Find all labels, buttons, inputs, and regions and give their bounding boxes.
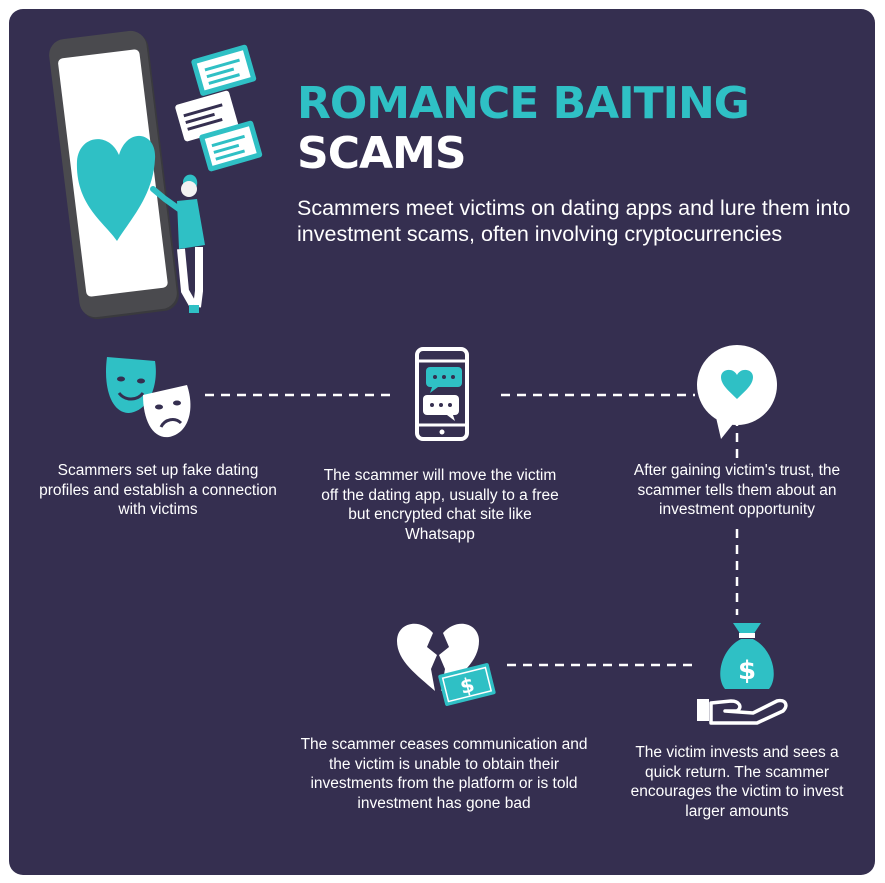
theater-masks-icon bbox=[105, 357, 191, 438]
dashed-connectors bbox=[205, 393, 739, 667]
title-line-2: SCAMS bbox=[297, 128, 467, 179]
person-illustration bbox=[150, 174, 205, 313]
page-title: ROMANCE BAITING SCAMS bbox=[297, 78, 750, 179]
subtitle: Scammers meet victims on dating apps and… bbox=[297, 196, 851, 246]
heart-icon bbox=[76, 135, 156, 241]
money-bag-hand-icon: $ bbox=[697, 623, 788, 725]
title-line-1: ROMANCE BAITING bbox=[297, 78, 750, 129]
step-4-caption: The victim invests and sees a quick retu… bbox=[630, 744, 844, 820]
flow-diagram: $ $ bbox=[105, 345, 788, 725]
step-3-caption: After gaining victim's trust, the scamme… bbox=[633, 462, 841, 518]
step-1-caption: Scammers set up fake dating profiles and… bbox=[39, 462, 277, 518]
phone-chat-icon bbox=[415, 347, 469, 441]
heart-speech-bubble-icon bbox=[697, 345, 777, 439]
step-5-caption: The scammer ceases communication and the… bbox=[300, 736, 588, 812]
svg-text:$: $ bbox=[738, 656, 756, 686]
svg-text:$: $ bbox=[458, 672, 477, 699]
hero-illustration bbox=[49, 30, 263, 320]
chat-bubbles-icon bbox=[175, 44, 263, 172]
broken-heart-money-icon: $ bbox=[397, 623, 496, 706]
infographic-panel: $ $ ROMANCE BAITING SCAMS Scammers meet … bbox=[9, 9, 875, 875]
step-2-caption: The scammer will move the victim off the… bbox=[321, 467, 559, 543]
smartphone-illustration bbox=[49, 30, 179, 320]
